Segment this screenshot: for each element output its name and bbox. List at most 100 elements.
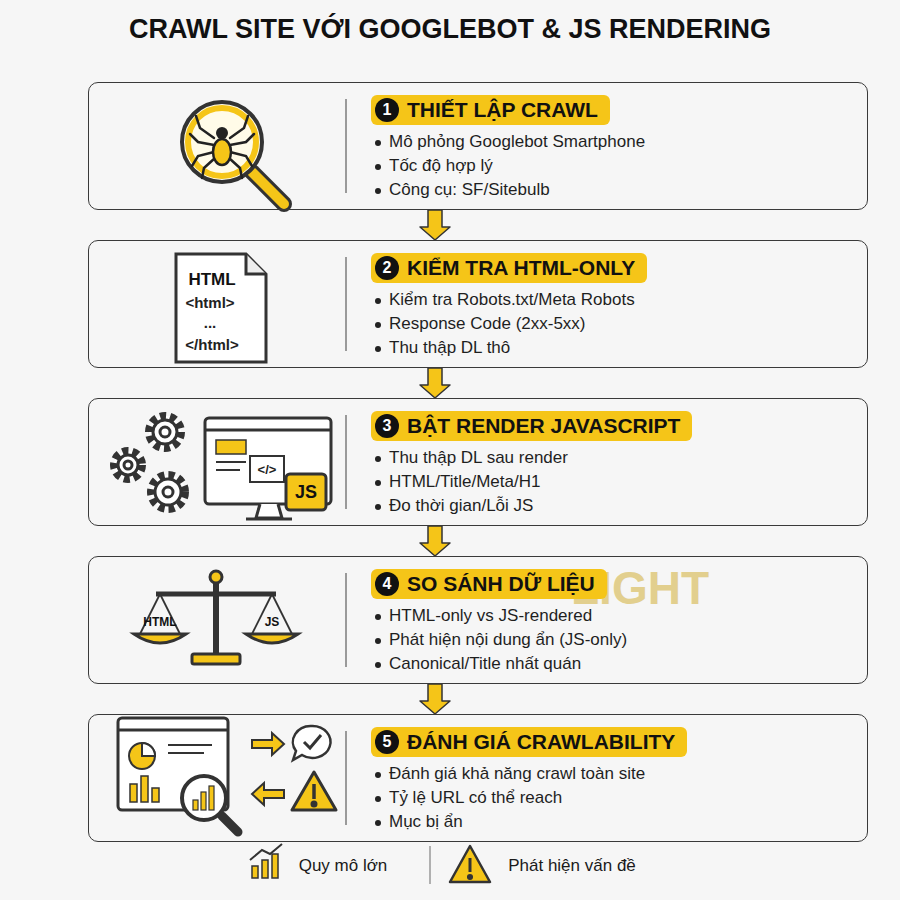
step-box: 1 THIẾT LẬP CRAWL Mô phỏng Googlebot Smart…: [88, 82, 868, 210]
bullet-item: Công cụ: SF/Sitebulb: [371, 178, 857, 202]
step-content: 4 SO SÁNH DỮ LIỆU HTML-only vs JS-rendered…: [371, 569, 857, 676]
bullet-list: HTML-only vs JS-renderedPhát hiện nội du…: [371, 604, 857, 676]
step-content: 5 ĐÁNH GIÁ CRAWLABILITY Đánh giá khả năng …: [371, 727, 857, 834]
bullet-item: HTML-only vs JS-rendered: [371, 604, 857, 628]
bullet-dot: [375, 662, 381, 668]
bullet-text: Đánh giá khả năng crawl toàn site: [389, 764, 645, 783]
gears-monitor-icon: [114, 416, 331, 519]
bullet-text: Canonical/Title nhất quán: [389, 654, 581, 673]
spider-magnifier-icon: [182, 102, 284, 204]
step-heading: THIẾT LẬP CRAWL: [407, 98, 598, 122]
icon-text: HTML: [188, 270, 235, 290]
step-heading-highlight: 3 BẬT RENDER JAVASCRIPT: [371, 411, 692, 441]
bullet-text: Thu thập DL sau render: [389, 448, 568, 467]
divider-line: [345, 731, 347, 825]
bullet-text: Đo thời gian/Lỗi JS: [389, 496, 533, 515]
bullet-dot: [375, 638, 381, 644]
step-number: 4: [375, 572, 399, 596]
bullet-dot: [375, 164, 381, 170]
bullet-item: HTML/Title/Meta/H1: [371, 470, 857, 494]
step-heading-highlight: 5 ĐÁNH GIÁ CRAWLABILITY: [371, 727, 687, 757]
diagram-title: CRAWL SITE VỚI GOOGLEBOT & JS RENDERING: [0, 14, 900, 45]
bullet-text: Thu thập DL thô: [389, 338, 510, 357]
bullet-item: Tỷ lệ URL có thể reach: [371, 786, 857, 810]
js-badge-text: JS: [295, 482, 317, 503]
divider-line: [345, 573, 347, 667]
bullet-item: Mục bị ẩn: [371, 810, 857, 834]
bullet-dot: [375, 504, 381, 510]
step-box: 4 SO SÁNH DỮ LIỆU HTML-only vs JS-rendered…: [88, 556, 868, 684]
bullet-list: Kiểm tra Robots.txt/Meta RobotsResponse …: [371, 288, 857, 360]
bullet-text: Response Code (2xx-5xx): [389, 314, 586, 333]
bullet-text: Mô phỏng Googlebot Smartphone: [389, 132, 645, 151]
step-number: 3: [375, 414, 399, 438]
bullet-text: Công cụ: SF/Sitebulb: [389, 180, 550, 199]
step-heading: BẬT RENDER JAVASCRIPT: [407, 414, 680, 438]
code-text: </>: [258, 462, 277, 477]
step-number: 1: [375, 98, 399, 122]
step-heading-highlight: 2 KIỂM TRA HTML-ONLY: [371, 253, 647, 283]
bullet-list: Đánh giá khả năng crawl toàn site Tỷ lệ U…: [371, 762, 857, 834]
step-heading: SO SÁNH DỮ LIỆU: [407, 572, 595, 596]
code-text: </html>: [185, 336, 238, 353]
bullet-dot: [375, 796, 381, 802]
bullet-text: Phát hiện nội dung ẩn (JS-only): [389, 630, 627, 649]
bullet-list: Mô phỏng Googlebot SmartphoneTốc độ hợp …: [371, 130, 857, 202]
flow-arrow: [420, 526, 450, 556]
step-box: 3 BẬT RENDER JAVASCRIPT Thu thập DL sau re…: [88, 398, 868, 526]
balance-scale-icon: [134, 571, 298, 664]
step-heading-highlight: 4 SO SÁNH DỮ LIỆU: [371, 569, 607, 599]
step-content: 3 BẬT RENDER JAVASCRIPT Thu thập DL sau re…: [371, 411, 857, 518]
bullet-list: Thu thập DL sau renderHTML/Title/Meta/H1…: [371, 446, 857, 518]
step-heading: KIỂM TRA HTML-ONLY: [407, 256, 635, 280]
bullet-item: Đánh giá khả năng crawl toàn site: [371, 762, 857, 786]
html-document-icon: [176, 254, 266, 362]
code-text: ...: [204, 314, 217, 331]
step-heading: ĐÁNH GIÁ CRAWLABILITY: [407, 730, 675, 754]
bullet-text: Mục bị ẩn: [389, 812, 463, 831]
bullet-dot: [375, 820, 381, 826]
divider-line: [345, 415, 347, 509]
bullet-text: Tốc độ hợp lý: [389, 156, 493, 175]
bullet-dot: [375, 298, 381, 304]
scale-pan-text: HTML: [143, 615, 176, 629]
step-content: 1 THIẾT LẬP CRAWL Mô phỏng Googlebot Smart…: [371, 95, 857, 202]
flow-arrow: [420, 684, 450, 714]
bullet-item: Tốc độ hợp lý: [371, 154, 857, 178]
footer-note: Quy mô lớn: [299, 856, 388, 876]
bullet-item: Mô phỏng Googlebot Smartphone: [371, 130, 857, 154]
step-content: 2 KIỂM TRA HTML-ONLY Kiểm tra Robots.txt/M…: [371, 253, 857, 360]
footer-icons: [250, 844, 490, 884]
bullet-text: HTML/Title/Meta/H1: [389, 472, 540, 491]
bullet-dot: [375, 456, 381, 462]
bullet-dot: [375, 346, 381, 352]
bullet-item: Kiểm tra Robots.txt/Meta Robots: [371, 288, 857, 312]
bullet-item: Canonical/Title nhất quán: [371, 652, 857, 676]
divider-line: [345, 257, 347, 351]
bullet-dot: [375, 480, 381, 486]
step-number: 2: [375, 256, 399, 280]
step-box: 5 ĐÁNH GIÁ CRAWLABILITY Đánh giá khả năng …: [88, 714, 868, 842]
divider-line: [345, 99, 347, 193]
bullet-text: HTML-only vs JS-rendered: [389, 606, 592, 625]
step-number: 5: [375, 730, 399, 754]
bullet-item: Response Code (2xx-5xx): [371, 312, 857, 336]
dashboard-icon: [118, 718, 336, 832]
step-heading-highlight: 1 THIẾT LẬP CRAWL: [371, 95, 610, 125]
bullet-dot: [375, 772, 381, 778]
bullet-text: Kiểm tra Robots.txt/Meta Robots: [389, 290, 635, 309]
bullet-item: Phát hiện nội dung ẩn (JS-only): [371, 628, 857, 652]
code-text: <html>: [185, 294, 234, 311]
bullet-dot: [375, 614, 381, 620]
bullet-text: Tỷ lệ URL có thể reach: [389, 788, 562, 807]
flow-arrow: [420, 210, 450, 240]
bullet-item: Thu thập DL sau render: [371, 446, 857, 470]
bullet-dot: [375, 188, 381, 194]
bullet-item: Thu thập DL thô: [371, 336, 857, 360]
bullet-dot: [375, 322, 381, 328]
bullet-dot: [375, 140, 381, 146]
flow-arrow: [420, 368, 450, 398]
bullet-item: Đo thời gian/Lỗi JS: [371, 494, 857, 518]
scale-pan-text: JS: [265, 615, 280, 629]
footer-note: Phát hiện vấn đề: [508, 856, 636, 876]
